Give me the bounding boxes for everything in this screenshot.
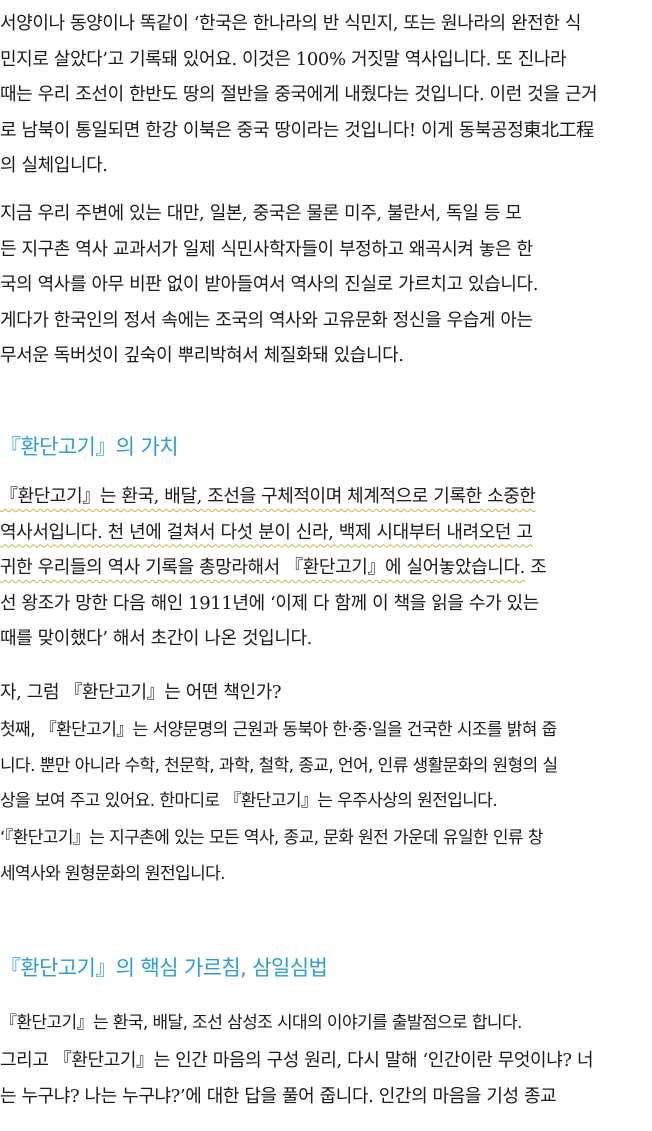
paragraph-dongbuk-gongjeong: 서양이나 동양이나 똑같이 ‘한국은 한나라의 반 식민지, 또는 원나라의 완… [0,6,652,184]
text-line: 든 지구촌 역사 교과서가 일제 식민사학자들이 부정하고 왜곡시켜 놓은 한 [0,238,533,260]
text-line: 그리고 『환단고기』는 인간 마음의 구성 원리, 다시 말해 ‘인간이란 무엇… [0,1050,594,1071]
section-heading-value: 『환단고기』의 가치 [0,435,179,459]
paragraph-question: 자, 그럼 『환단고기』는 어떤 책인가? [0,675,652,711]
text-line: 민지로 살았다’고 기록돼 있어요. 이것은 100% 거짓말 역사입니다. 또… [0,48,567,70]
highlighted-text: 귀한 우리들의 역사 기록을 총망라해서 『환단고기』에 실어놓았습니다. [0,557,525,578]
text-line: 게다가 한국인의 정서 속에는 조국의 역사와 고유문화 정신을 우습게 아는 [0,309,533,331]
text-line: 무서운 독버섯이 깊숙이 뿌리박혀서 체질화돼 있습니다. [0,345,404,366]
text-fragment: 조 [524,557,547,578]
paragraph-origin: ‘『환단고기』는 지구촌에 있는 모든 역사, 종교, 문화 원전 가운데 유일… [0,821,652,892]
highlighted-text: 『환단고기』는 환국, 배달, 조선을 구체적이며 체계적으로 기록한 소중한 [0,486,536,507]
paragraph-first: 첫째, 『환단고기』는 서양문명의 근원과 동북아 한·중·일을 건국한 시조를… [0,713,652,820]
text-line: 국의 역사를 아무 비판 없이 받아들여서 역사의 진실로 가르치고 있습니다. [0,274,539,295]
section-heading-teaching: 『환단고기』의 핵심 가르침, 삼일심법 [0,956,328,980]
paragraph-textbooks: 지금 우리 주변에 있는 대만, 일본, 중국은 물론 미주, 불란서, 독일 … [0,196,652,374]
text-line: 서양이나 동양이나 똑같이 ‘한국은 한나라의 반 식민지, 또는 원나라의 완… [0,13,581,34]
text-line: 세역사와 원형문화의 원전입니다. [0,863,226,884]
text-line: 첫째, 『환단고기』는 서양문명의 근원과 동북아 한·중·일을 건국한 시조를… [0,720,557,740]
text-line: 상을 보여 주고 있어요. 한마디로 『환단고기』는 우주사상의 원전입니다. [0,791,498,811]
text-line: 니다. 뿐만 아니라 수학, 천문학, 과학, 철학, 종교, 언어, 인류 생… [0,755,558,776]
text-line: 지금 우리 주변에 있는 대만, 일본, 중국은 물론 미주, 불란서, 독일 … [0,203,522,224]
text-line: 는 누구냐? 나는 누구냐?’에 대한 답을 풀어 줍니다. 인간의 마음을 기… [0,1085,557,1107]
paragraph-starting-point: 『환단고기』는 환국, 배달, 조선 삼성조 시대의 이야기를 출발점으로 합니… [0,1006,652,1042]
text-line: 역사서입니다. 천 년에 걸쳐서 다섯 분이 신라, 백제 시대부터 내려오던 … [0,515,652,551]
text-line: 자, 그럼 『환단고기』는 어떤 책인가? [0,682,282,703]
text-line: 때는 우리 조선이 한반도 땅의 절반을 중국에게 내줬다는 것입니다. 이런 … [0,84,598,105]
text-line: 로 남북이 통일되면 한강 이북은 중국 땅이라는 것입니다! 이게 동북공정東… [0,119,594,141]
paragraph-human-mind: 그리고 『환단고기』는 인간 마음의 구성 원리, 다시 말해 ‘인간이란 무엇… [0,1043,652,1114]
text-line: 귀한 우리들의 역사 기록을 총망라해서 『환단고기』에 실어놓았습니다. 조 [0,550,652,586]
text-line: 『환단고기』는 환국, 배달, 조선 삼성조 시대의 이야기를 출발점으로 합니… [0,1013,522,1033]
text-line: 의 실체입니다. [0,155,108,176]
text-line: 선 왕조가 망한 다음 해인 1911년에 ‘이제 다 함께 이 책을 읽을 수… [0,592,539,614]
text-line: 『환단고기』는 환국, 배달, 조선을 구체적이며 체계적으로 기록한 소중한 [0,479,652,515]
text-line: ‘『환단고기』는 지구촌에 있는 모든 역사, 종교, 문화 원전 가운데 유일… [0,828,543,848]
paragraph-value: 『환단고기』는 환국, 배달, 조선을 구체적이며 체계적으로 기록한 소중한 … [0,479,652,657]
highlighted-text: 역사서입니다. 천 년에 걸쳐서 다섯 분이 신라, 백제 시대부터 내려오던 … [0,521,533,543]
text-line: 때를 맞이했다’ 해서 초간이 나온 것입니다. [0,628,312,649]
